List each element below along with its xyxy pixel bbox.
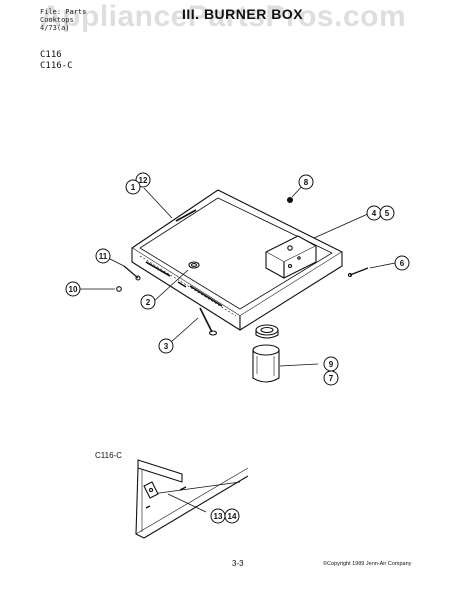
grease-jar — [252, 324, 280, 383]
svg-text:14: 14 — [228, 512, 237, 521]
callout-10: 10 — [65, 281, 81, 297]
callout-5: 5 — [379, 205, 395, 221]
callout-2: 2 — [140, 294, 156, 310]
watermark: AppliancePartsPros.com — [40, 0, 407, 33]
svg-text:1: 1 — [131, 183, 136, 192]
grommet — [188, 261, 200, 269]
callout-9: 9 — [323, 356, 339, 372]
plug-dot — [286, 196, 294, 204]
callout-11: 11 — [95, 248, 111, 264]
bracket — [265, 235, 317, 279]
sub-view-label: C116-C — [95, 451, 122, 460]
file-line-1: File: Parts — [40, 8, 87, 16]
file-line-2: Cooktops — [40, 16, 74, 24]
callout-4: 4 — [366, 205, 382, 221]
callout-1: 1 — [125, 179, 141, 195]
model-item: C116 — [40, 50, 62, 60]
svg-text:4: 4 — [372, 209, 377, 218]
svg-text:13: 13 — [214, 512, 223, 521]
callout-7: 7 — [323, 370, 339, 386]
page-title: III. BURNER BOX — [182, 6, 304, 22]
svg-text:6: 6 — [400, 259, 405, 268]
callout-3: 3 — [158, 338, 174, 354]
model-list: C116 C116-C — [40, 50, 73, 72]
callout-14: 14 — [224, 508, 240, 524]
screw-small — [123, 265, 141, 281]
burner-box-tray — [131, 189, 343, 331]
bolt — [199, 307, 218, 336]
file-line-3: 4/73(a) — [40, 24, 70, 32]
svg-text:10: 10 — [69, 285, 78, 294]
copyright-notice: ©Copyright 1989 Jenn-Air Company — [323, 561, 412, 567]
svg-text:3: 3 — [164, 342, 169, 351]
svg-text:7: 7 — [329, 374, 334, 383]
svg-text:9: 9 — [329, 360, 334, 369]
pin — [347, 267, 369, 278]
page-number: 3-3 — [232, 559, 244, 568]
file-info: File: Parts Cooktops 4/73(a) — [40, 8, 86, 32]
leader-lines — [79, 182, 396, 513]
svg-text:2: 2 — [146, 298, 151, 307]
callouts: 12 1 8 4 5 11 — [65, 172, 410, 524]
svg-text:12: 12 — [139, 176, 148, 185]
svg-text:11: 11 — [99, 252, 108, 261]
callout-13: 13 — [210, 508, 226, 524]
callout-6: 6 — [394, 255, 410, 271]
washer — [116, 286, 122, 292]
model-item: C116-C — [40, 61, 73, 71]
svg-text:5: 5 — [385, 209, 390, 218]
c116c-detail-view — [135, 459, 249, 539]
callout-8: 8 — [298, 174, 314, 190]
svg-text:8: 8 — [304, 178, 309, 187]
